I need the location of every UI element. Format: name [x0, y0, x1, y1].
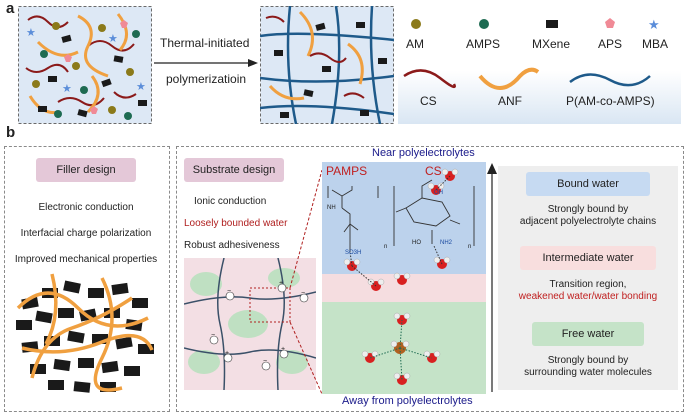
- gradient-arrow: [487, 163, 497, 392]
- legend-anf: ANF: [498, 94, 522, 108]
- free-water-title: Free water: [532, 322, 644, 346]
- legend-panel: [398, 6, 681, 124]
- legend-cs: CS: [420, 94, 437, 108]
- filler-item: Electronic conduction: [38, 202, 134, 213]
- filler-design-title: Filler design: [36, 158, 136, 182]
- mxene-anf-composite: [16, 273, 154, 393]
- precursor-mixture-box: ★ ★ ★ ★: [18, 6, 152, 124]
- svg-text:★: ★: [62, 83, 72, 95]
- legend-am: AM: [406, 37, 424, 51]
- filler-item: Interfacial charge polarization: [20, 228, 152, 239]
- substrate-item-water: Loosely bounded water: [184, 218, 288, 229]
- chem-nh: NH: [327, 205, 336, 211]
- chem-so3h: SO3H: [345, 250, 362, 256]
- svg-text:★: ★: [108, 33, 118, 45]
- ion-plus: +: [281, 346, 286, 353]
- polyelectrolyte-network: [184, 258, 316, 390]
- ion-plus: +: [225, 350, 230, 357]
- legend-mxene: MXene: [532, 37, 571, 51]
- legend-aps: APS: [598, 37, 623, 51]
- free-water-desc2: surrounding water molecules: [524, 367, 652, 378]
- svg-text:★: ★: [648, 17, 660, 32]
- hydrogel-network-box: [260, 6, 394, 124]
- chem-oh: OH: [434, 190, 443, 196]
- intermediate-water-title: Intermediate water: [520, 246, 656, 270]
- legend-symbols: ★: [403, 17, 660, 90]
- bound-water-title: Bound water: [526, 172, 650, 196]
- chem-n: n: [468, 244, 472, 250]
- legend-amps: AMPS: [466, 37, 501, 51]
- ion-plus: +: [279, 280, 284, 287]
- legend-mba: MBA: [642, 37, 669, 51]
- near-polyelectrolytes-label: Near polyelectrolytes: [372, 147, 475, 159]
- filler-item: Improved mechanical properties: [14, 254, 158, 265]
- chem-ho: HO: [412, 240, 421, 246]
- pamps-label: PAMPS: [326, 164, 368, 178]
- cs-label: CS: [425, 164, 442, 178]
- zoom-lines: [289, 170, 323, 395]
- ion-minus: −: [301, 290, 306, 297]
- substrate-design-box: [176, 146, 684, 412]
- molecular-water-view: [322, 162, 486, 394]
- substrate-item-adhesive: Robust adhesiveness: [184, 240, 280, 251]
- intermediate-water-desc1: Transition region,: [549, 279, 627, 290]
- substrate-design-title: Substrate design: [184, 158, 284, 182]
- chem-nh2: NH2: [440, 240, 453, 246]
- svg-text:★: ★: [26, 27, 36, 39]
- filler-list: Electronic conduction Interfacial charge…: [6, 195, 166, 273]
- panel-b-letter: b: [6, 124, 16, 141]
- panel-a-letter: a: [6, 0, 15, 17]
- chem-n: n: [384, 244, 388, 250]
- bound-water-desc2: adjacent polyelectrolyte chains: [519, 216, 657, 227]
- bound-water-desc1: Strongly bound by: [547, 204, 629, 215]
- water-types-panel: [498, 166, 678, 390]
- substrate-item-ionic: Ionic conduction: [194, 196, 267, 207]
- ion-minus: −: [211, 332, 216, 339]
- arrow-label-bottom: polymerizatioin: [166, 72, 247, 86]
- intermediate-water-desc2: weakened water/water bonding: [518, 291, 658, 302]
- filler-design-box: [4, 146, 170, 412]
- legend-pam: P(AM-co-AMPS): [566, 94, 655, 108]
- arrow-label-top: Thermal-initiated: [160, 36, 250, 50]
- away-polyelectrolytes-label: Away from polyelectrolytes: [342, 395, 473, 407]
- free-water-desc1: Strongly bound by: [547, 355, 629, 366]
- svg-text:★: ★: [136, 81, 146, 93]
- ion-minus: −: [227, 288, 232, 295]
- reaction-arrow: [154, 59, 258, 67]
- ion-minus: −: [263, 358, 268, 365]
